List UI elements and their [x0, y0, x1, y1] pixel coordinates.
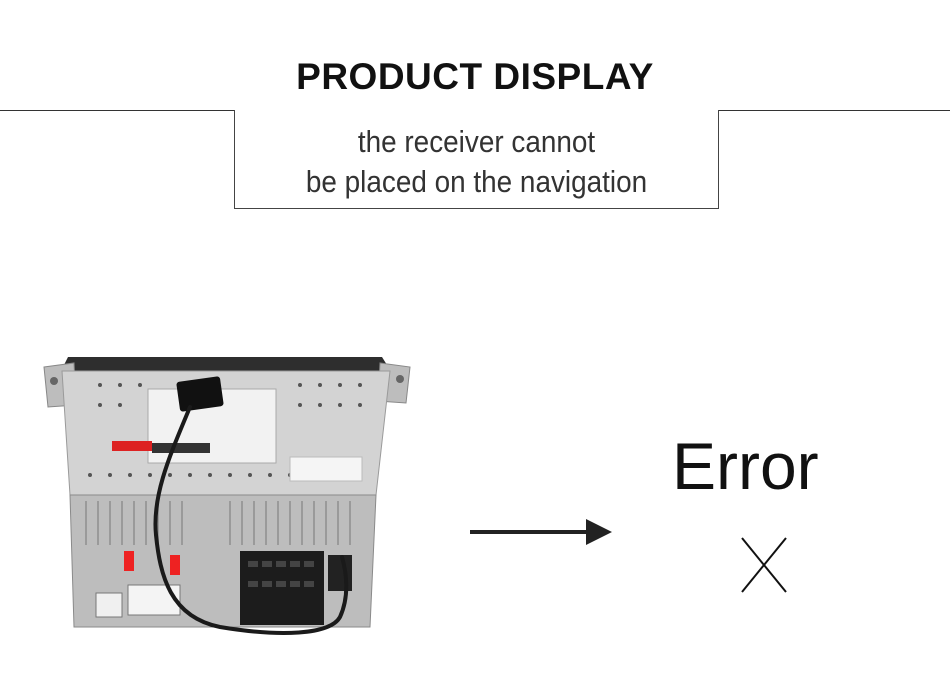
note-line-1: the receiver cannot [357, 124, 596, 159]
right-arrow-icon [470, 519, 612, 545]
error-label: Error [672, 429, 819, 503]
x-mark-icon [741, 537, 787, 593]
note-line-2: be placed on the navigation [305, 164, 648, 199]
note-box: the receiver cannot be placed on the nav… [234, 110, 719, 209]
page-title: PRODUCT DISPLAY [296, 56, 654, 97]
device-illustration [43, 357, 411, 635]
